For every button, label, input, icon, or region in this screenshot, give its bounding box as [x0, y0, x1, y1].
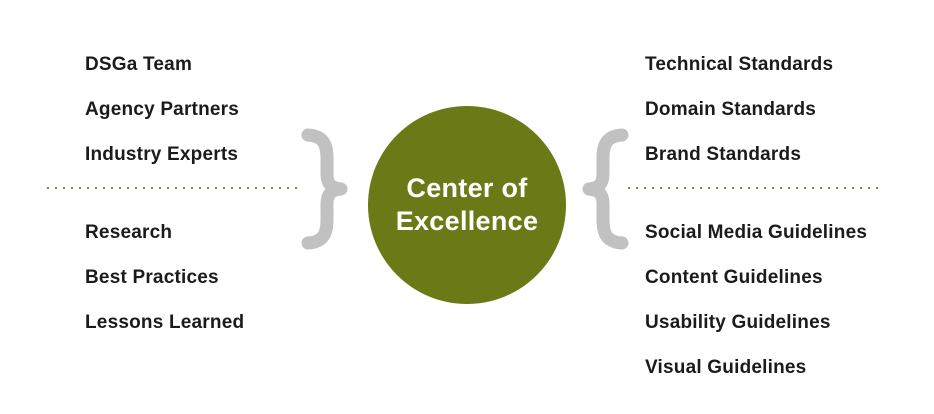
- curly-brace-right-icon: [300, 128, 353, 250]
- right-outputs-top-list: Technical Standards Domain Standards Bra…: [645, 42, 833, 177]
- right-outputs-bottom-list: Social Media Guidelines Content Guidelin…: [645, 210, 867, 390]
- dotted-divider-right: [628, 187, 878, 189]
- list-item: DSGa Team: [85, 53, 193, 75]
- dotted-divider-left: [47, 187, 303, 189]
- list-item: Agency Partners: [85, 98, 240, 120]
- center-circle-label-line2: Excellence: [395, 206, 539, 236]
- left-inputs-top-list: DSGa Team Agency Partners Industry Exper…: [85, 42, 239, 177]
- list-item: Domain Standards: [645, 98, 817, 120]
- list-item: Visual Guidelines: [645, 356, 807, 378]
- list-item: Industry Experts: [85, 143, 239, 165]
- center-circle-label-line1: Center of: [406, 173, 528, 203]
- list-item: Brand Standards: [645, 143, 802, 165]
- list-item: Best Practices: [85, 266, 219, 288]
- left-inputs-bottom-list: Research Best Practices Lessons Learned: [85, 210, 244, 345]
- center-circle: Center of Excellence: [368, 106, 566, 304]
- list-item: Usability Guidelines: [645, 311, 831, 333]
- list-item: Research: [85, 221, 173, 243]
- curly-brace-left-icon: [577, 128, 630, 250]
- list-item: Social Media Guidelines: [645, 221, 868, 243]
- list-item: Lessons Learned: [85, 311, 245, 333]
- list-item: Technical Standards: [645, 53, 834, 75]
- list-item: Content Guidelines: [645, 266, 823, 288]
